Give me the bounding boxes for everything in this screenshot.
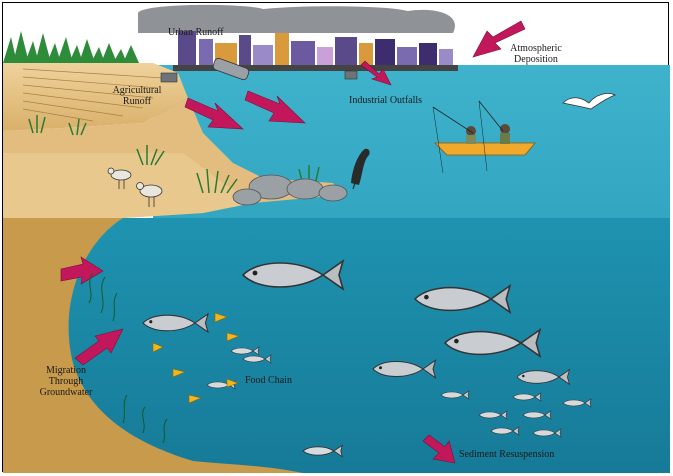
label-sediment-resuspension: Sediment Resuspension — [459, 449, 554, 460]
tree-line — [3, 31, 139, 63]
contaminant-pathways-diagram — [3, 3, 670, 473]
label-industrial-outfalls: Industrial Outfalls — [349, 95, 422, 106]
label-food-chain: Food Chain — [245, 375, 292, 386]
label-agricultural-runoff: Agricultural Runoff — [107, 85, 167, 107]
label-urban-runoff: Urban Runoff — [168, 27, 224, 38]
label-migration-through-groundwater: Migration Through Groundwater — [37, 365, 95, 398]
diagram-frame: Urban Runoff Atmospheric Deposition Agri… — [2, 2, 669, 472]
label-atmospheric-deposition: Atmospheric Deposition — [501, 43, 571, 65]
